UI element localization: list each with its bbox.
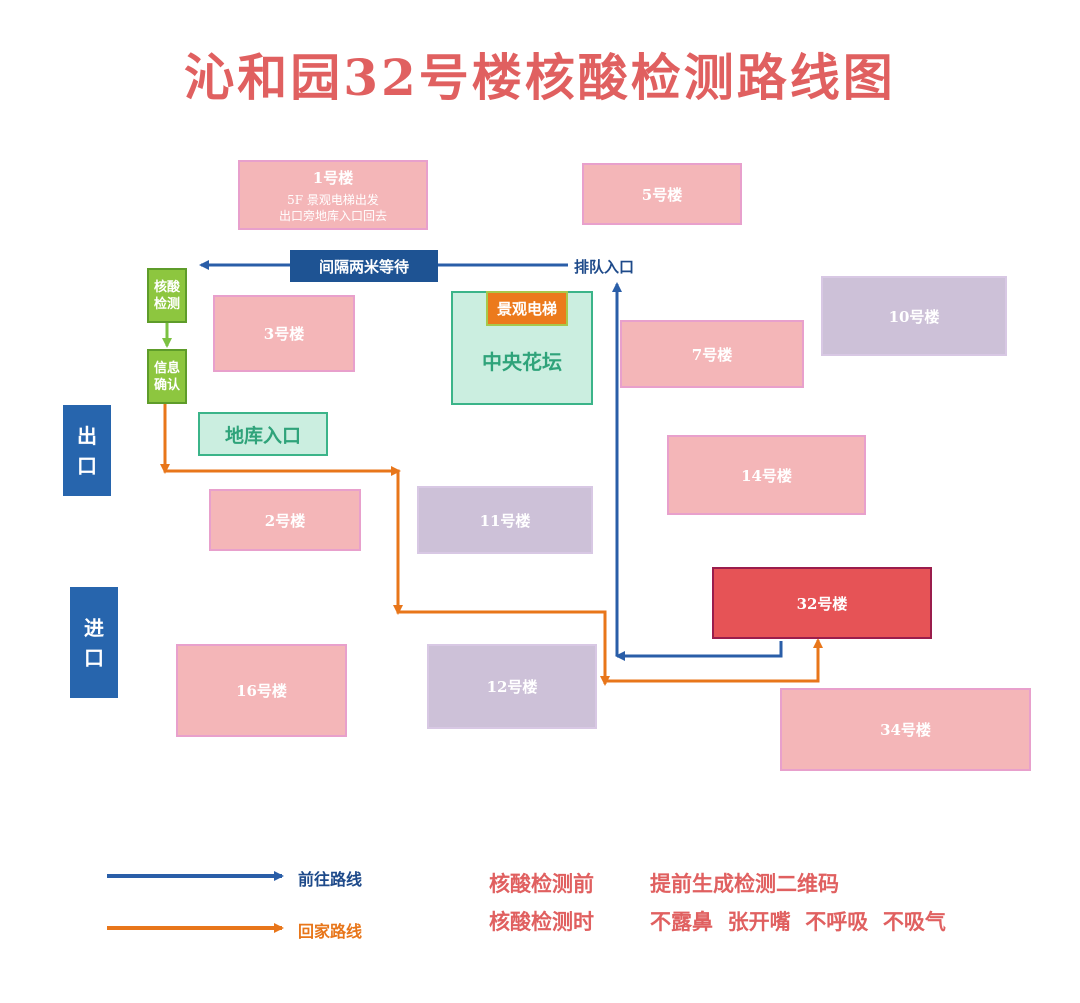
- test-station-label: 检测: [153, 296, 180, 312]
- info-confirm-label: 信息: [153, 360, 180, 376]
- note-before-label: 核酸检测前: [489, 871, 594, 896]
- landscape-elevator: 景观电梯: [486, 291, 568, 326]
- building-5-label: 5号楼: [641, 185, 683, 204]
- note-during-label: 核酸检测时: [489, 909, 594, 934]
- queue-entry-label: 排队入口: [572, 256, 637, 277]
- building-12-label: 12号楼: [486, 678, 538, 696]
- building-7-label: 7号楼: [691, 345, 733, 364]
- exit-gate-label: 口: [77, 453, 97, 478]
- building-14: 14号楼: [667, 435, 866, 515]
- building-2-label: 2号楼: [264, 511, 306, 530]
- building-1-note: 5F 景观电梯出发: [287, 192, 379, 207]
- note-before-text: 提前生成检测二维码: [650, 871, 839, 896]
- building-3-label: 3号楼: [263, 325, 305, 343]
- wait-label: 间隔两米等待: [290, 250, 438, 282]
- building-3: 3号楼: [213, 295, 355, 372]
- building-32: 32号楼: [712, 567, 932, 639]
- building-34-label: 34号楼: [880, 721, 931, 739]
- map-title: 沁和园32号楼核酸检测路线图: [184, 48, 896, 107]
- building-32-label: 32号楼: [796, 594, 848, 613]
- building-1-note: 出口旁地库入口回去: [278, 208, 387, 223]
- outbound-route-line: [615, 641, 783, 661]
- building-14-label: 14号楼: [741, 466, 792, 485]
- info-confirm-label: 确认: [153, 377, 180, 393]
- note-during-text: 不露鼻 张开嘴 不呼吸 不吸气: [650, 909, 946, 934]
- legend-return-label: 回家路线: [298, 922, 363, 941]
- return-route-line: [605, 638, 823, 683]
- building-34: 34号楼: [780, 688, 1031, 771]
- test-station-label: 核酸: [153, 279, 180, 295]
- garage-entrance-label: 地库入口: [224, 424, 301, 447]
- building-5: 5号楼: [582, 163, 742, 225]
- legend-outbound-label: 前往路线: [298, 870, 363, 889]
- landscape-elevator-label: 景观电梯: [496, 300, 557, 318]
- building-10: 10号楼: [821, 276, 1007, 356]
- building-16: 16号楼: [176, 644, 347, 737]
- building-16-label: 16号楼: [236, 682, 287, 700]
- building-10-label: 10号楼: [888, 307, 940, 326]
- entry-gate-label: 口: [84, 645, 104, 670]
- exit-gate-label: 出: [77, 423, 97, 448]
- entry-gate: 进 口: [70, 587, 118, 698]
- building-11: 11号楼: [417, 486, 593, 554]
- wait-label-text: 间隔两米等待: [318, 257, 409, 276]
- building-1-label: 1号楼: [312, 168, 354, 187]
- entry-gate-label: 进: [84, 615, 104, 640]
- garage-entrance: 地库入口: [198, 412, 328, 456]
- building-12: 12号楼: [427, 644, 597, 729]
- building-7: 7号楼: [620, 320, 804, 388]
- test-station: 核酸 检测: [147, 268, 187, 323]
- building-11-label: 11号楼: [479, 511, 531, 530]
- building-1: 1号楼 5F 景观电梯出发 出口旁地库入口回去: [238, 160, 428, 230]
- building-2: 2号楼: [209, 489, 361, 551]
- central-garden-label: 中央花坛: [482, 349, 562, 374]
- exit-gate: 出 口: [63, 405, 111, 496]
- info-confirm-station: 信息 确认: [147, 349, 187, 404]
